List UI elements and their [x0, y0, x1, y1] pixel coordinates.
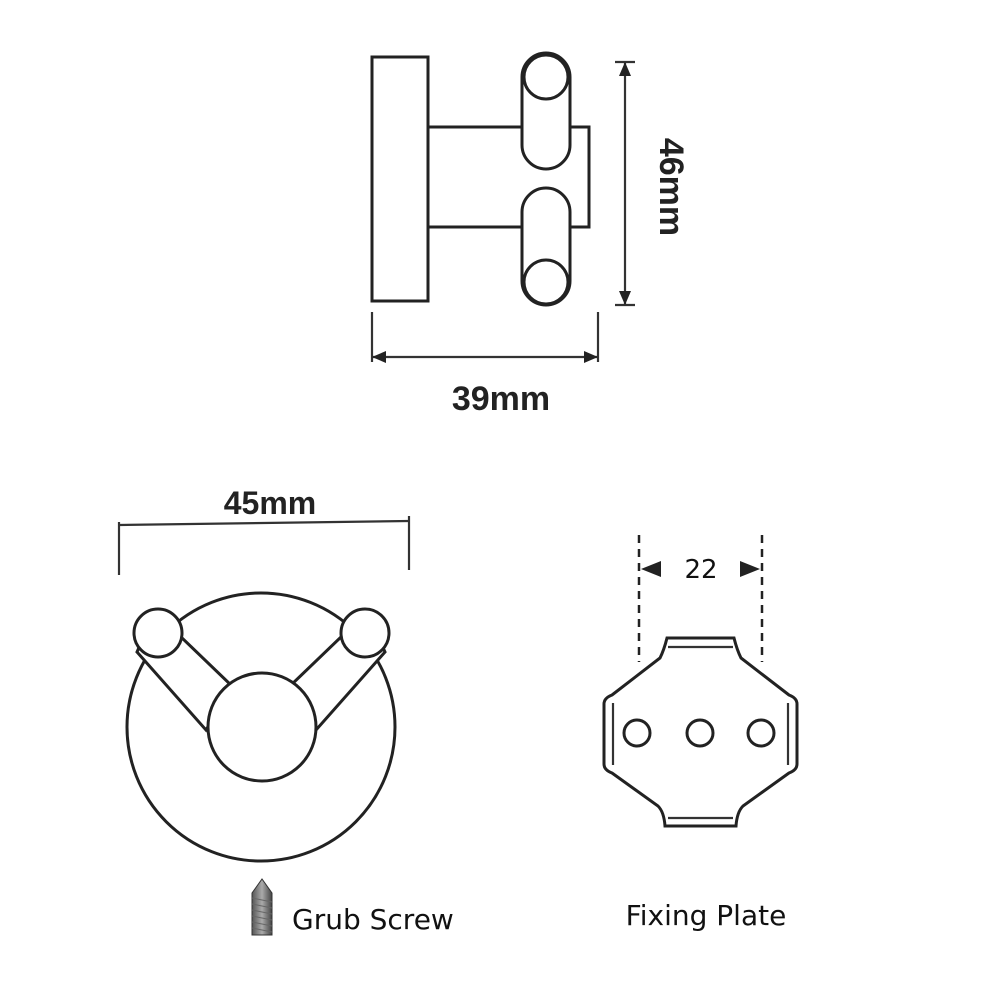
- front-center-boss: [206, 671, 318, 783]
- front-width-label: 45mm: [224, 485, 317, 521]
- front-view: 45mm Grub Screw: [117, 485, 454, 936]
- plate-spacing-label: 22: [684, 555, 717, 585]
- side-upper-hook-end: [522, 53, 570, 101]
- fixing-plate: 22 Fixing Plate: [602, 535, 799, 932]
- width-dimension-front: 45mm: [117, 485, 411, 575]
- width-dimension-side: 39mm: [370, 312, 600, 418]
- side-bracket: [565, 125, 591, 229]
- side-lower-hook-end: [522, 258, 570, 306]
- height-dimension: 46mm: [615, 60, 690, 307]
- side-backplate: [370, 55, 430, 303]
- side-lower-hook: [520, 186, 572, 307]
- side-width-label: 39mm: [452, 380, 550, 418]
- plate-hole-left: [622, 718, 652, 748]
- grub-screw-label: Grub Screw: [292, 903, 454, 936]
- front-left-hook: [132, 607, 234, 733]
- height-label: 46mm: [652, 138, 690, 236]
- plate-hole-right: [746, 718, 776, 748]
- grub-screw: Grub Screw: [251, 878, 454, 936]
- side-upper-arm: [428, 125, 527, 229]
- plate-hole-center: [685, 718, 715, 748]
- plate-caption: Fixing Plate: [626, 899, 787, 932]
- side-upper-hook: [520, 51, 572, 171]
- side-view: 46mm 39mm: [370, 51, 690, 418]
